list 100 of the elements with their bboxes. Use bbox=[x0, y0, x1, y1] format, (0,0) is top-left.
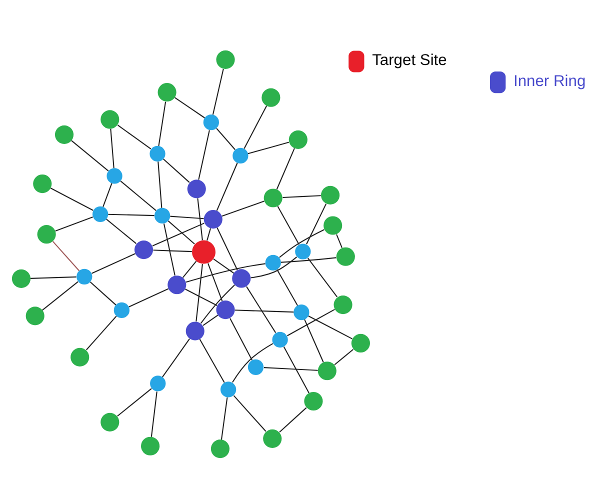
connector bbox=[182, 260, 197, 278]
connector bbox=[246, 286, 276, 332]
connector bbox=[186, 262, 266, 282]
connector bbox=[306, 203, 327, 244]
connector bbox=[220, 396, 228, 440]
node-circle bbox=[203, 114, 219, 130]
node-circle bbox=[220, 381, 236, 397]
node-circle bbox=[210, 439, 230, 458]
node-circle bbox=[288, 130, 308, 148]
node-circle bbox=[351, 333, 370, 352]
connector bbox=[150, 390, 158, 436]
node-circle bbox=[336, 246, 355, 266]
connector bbox=[244, 105, 268, 148]
node-circle bbox=[216, 50, 235, 68]
node-circle bbox=[158, 82, 176, 102]
connector bbox=[162, 338, 190, 377]
connector bbox=[196, 263, 203, 321]
connector bbox=[55, 216, 94, 232]
connector bbox=[198, 130, 210, 180]
connector bbox=[230, 318, 253, 360]
connector bbox=[336, 234, 342, 248]
connector bbox=[117, 124, 152, 149]
node-circle bbox=[168, 275, 186, 294]
connector bbox=[283, 346, 310, 393]
connector bbox=[216, 227, 238, 270]
connector bbox=[200, 284, 235, 324]
node-circle bbox=[187, 179, 206, 198]
node-circle bbox=[33, 174, 52, 193]
node-circle bbox=[134, 240, 154, 259]
node-circle bbox=[76, 268, 92, 284]
connector bbox=[279, 406, 307, 432]
connector bbox=[307, 257, 338, 297]
connector bbox=[280, 256, 336, 262]
connector bbox=[206, 228, 212, 240]
node-circle bbox=[265, 254, 281, 270]
connector bbox=[185, 288, 218, 306]
node-circle bbox=[272, 331, 288, 348]
connector bbox=[334, 348, 354, 365]
node-circle bbox=[150, 145, 166, 162]
node-circle bbox=[54, 124, 74, 144]
connector bbox=[216, 128, 236, 150]
node-circle bbox=[295, 243, 311, 259]
connector bbox=[170, 215, 204, 219]
node-circle bbox=[334, 295, 352, 314]
connector bbox=[50, 187, 94, 210]
node-circle bbox=[294, 304, 310, 320]
connector bbox=[279, 228, 324, 258]
connector bbox=[71, 140, 109, 171]
node-circle bbox=[321, 185, 340, 204]
connector bbox=[30, 276, 76, 278]
node-circle bbox=[232, 268, 251, 288]
node-circle bbox=[154, 207, 170, 224]
node-circle bbox=[150, 375, 166, 391]
connector bbox=[250, 256, 298, 278]
connector bbox=[216, 162, 238, 210]
connector bbox=[158, 101, 166, 146]
node-circle bbox=[114, 302, 130, 318]
connector bbox=[304, 318, 324, 362]
connector bbox=[128, 288, 169, 307]
connector bbox=[233, 394, 266, 432]
connector bbox=[90, 281, 116, 305]
connector bbox=[248, 141, 290, 154]
connector bbox=[287, 308, 335, 336]
connector bbox=[207, 262, 223, 301]
node-circle bbox=[37, 224, 56, 244]
connector bbox=[197, 198, 203, 240]
node-circle bbox=[100, 110, 120, 128]
node-circle bbox=[204, 209, 222, 228]
connector bbox=[102, 182, 112, 206]
connector bbox=[153, 249, 192, 252]
connector bbox=[282, 194, 321, 198]
connector bbox=[92, 252, 136, 274]
connector bbox=[264, 366, 318, 370]
legend-label: Target Site bbox=[372, 52, 447, 69]
connector bbox=[158, 161, 162, 208]
node-circle bbox=[141, 436, 160, 455]
connector bbox=[234, 309, 294, 312]
node-circle bbox=[318, 361, 336, 380]
connector bbox=[213, 258, 234, 274]
connector bbox=[163, 158, 190, 182]
node-circle bbox=[248, 358, 264, 374]
node-circle bbox=[26, 306, 44, 325]
connector bbox=[52, 240, 80, 271]
connector bbox=[110, 128, 114, 168]
connector bbox=[86, 315, 117, 350]
connector bbox=[276, 148, 295, 190]
node-circle bbox=[232, 147, 248, 164]
node-circle bbox=[92, 206, 108, 222]
connector bbox=[108, 213, 154, 216]
connector bbox=[308, 315, 352, 339]
connector bbox=[276, 268, 298, 306]
connector bbox=[202, 314, 218, 326]
connector bbox=[199, 338, 225, 382]
node-circle bbox=[304, 391, 323, 410]
connector bbox=[42, 280, 78, 310]
node-circle bbox=[324, 216, 342, 234]
node-circle bbox=[70, 347, 90, 366]
node-circle bbox=[100, 412, 120, 431]
node-circle bbox=[216, 300, 235, 319]
node-circle bbox=[12, 268, 31, 288]
